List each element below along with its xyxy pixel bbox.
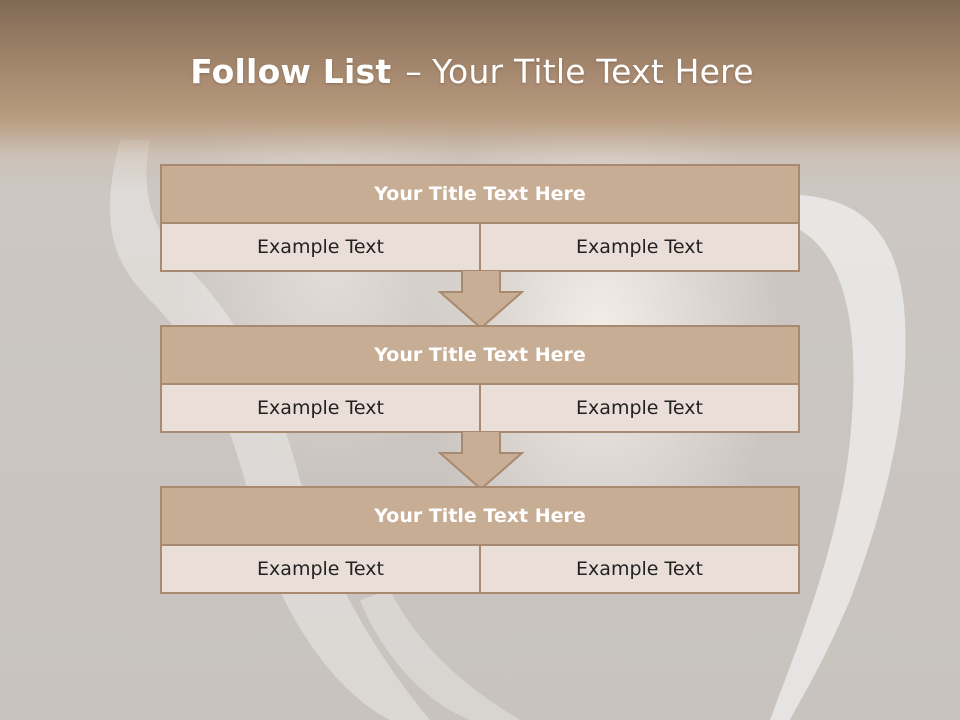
step-3-row: Example Text Example Text	[162, 546, 798, 592]
down-arrow-icon	[438, 431, 524, 491]
title-bar	[0, 0, 960, 190]
step-3-title: Your Title Text Here	[162, 488, 798, 546]
step-1-cell-left: Example Text	[162, 224, 479, 270]
step-2-title: Your Title Text Here	[162, 327, 798, 385]
title-rest: Your Title Text Here	[432, 52, 754, 91]
step-2-row: Example Text Example Text	[162, 385, 798, 431]
title-bold-part: Follow List	[190, 52, 392, 91]
step-box-2: Your Title Text Here Example Text Exampl…	[160, 325, 800, 433]
step-2-cell-right: Example Text	[479, 385, 798, 431]
down-arrow-icon	[438, 270, 524, 330]
step-3-cell-right: Example Text	[479, 546, 798, 592]
step-1-cell-right: Example Text	[479, 224, 798, 270]
slide-title: Follow List–Your Title Text Here	[0, 52, 944, 91]
step-2-cell-left: Example Text	[162, 385, 479, 431]
step-1-row: Example Text Example Text	[162, 224, 798, 270]
title-dash: –	[405, 52, 423, 91]
step-3-cell-left: Example Text	[162, 546, 479, 592]
step-box-3: Your Title Text Here Example Text Exampl…	[160, 486, 800, 594]
step-box-1: Your Title Text Here Example Text Exampl…	[160, 164, 800, 272]
step-1-title: Your Title Text Here	[162, 166, 798, 224]
